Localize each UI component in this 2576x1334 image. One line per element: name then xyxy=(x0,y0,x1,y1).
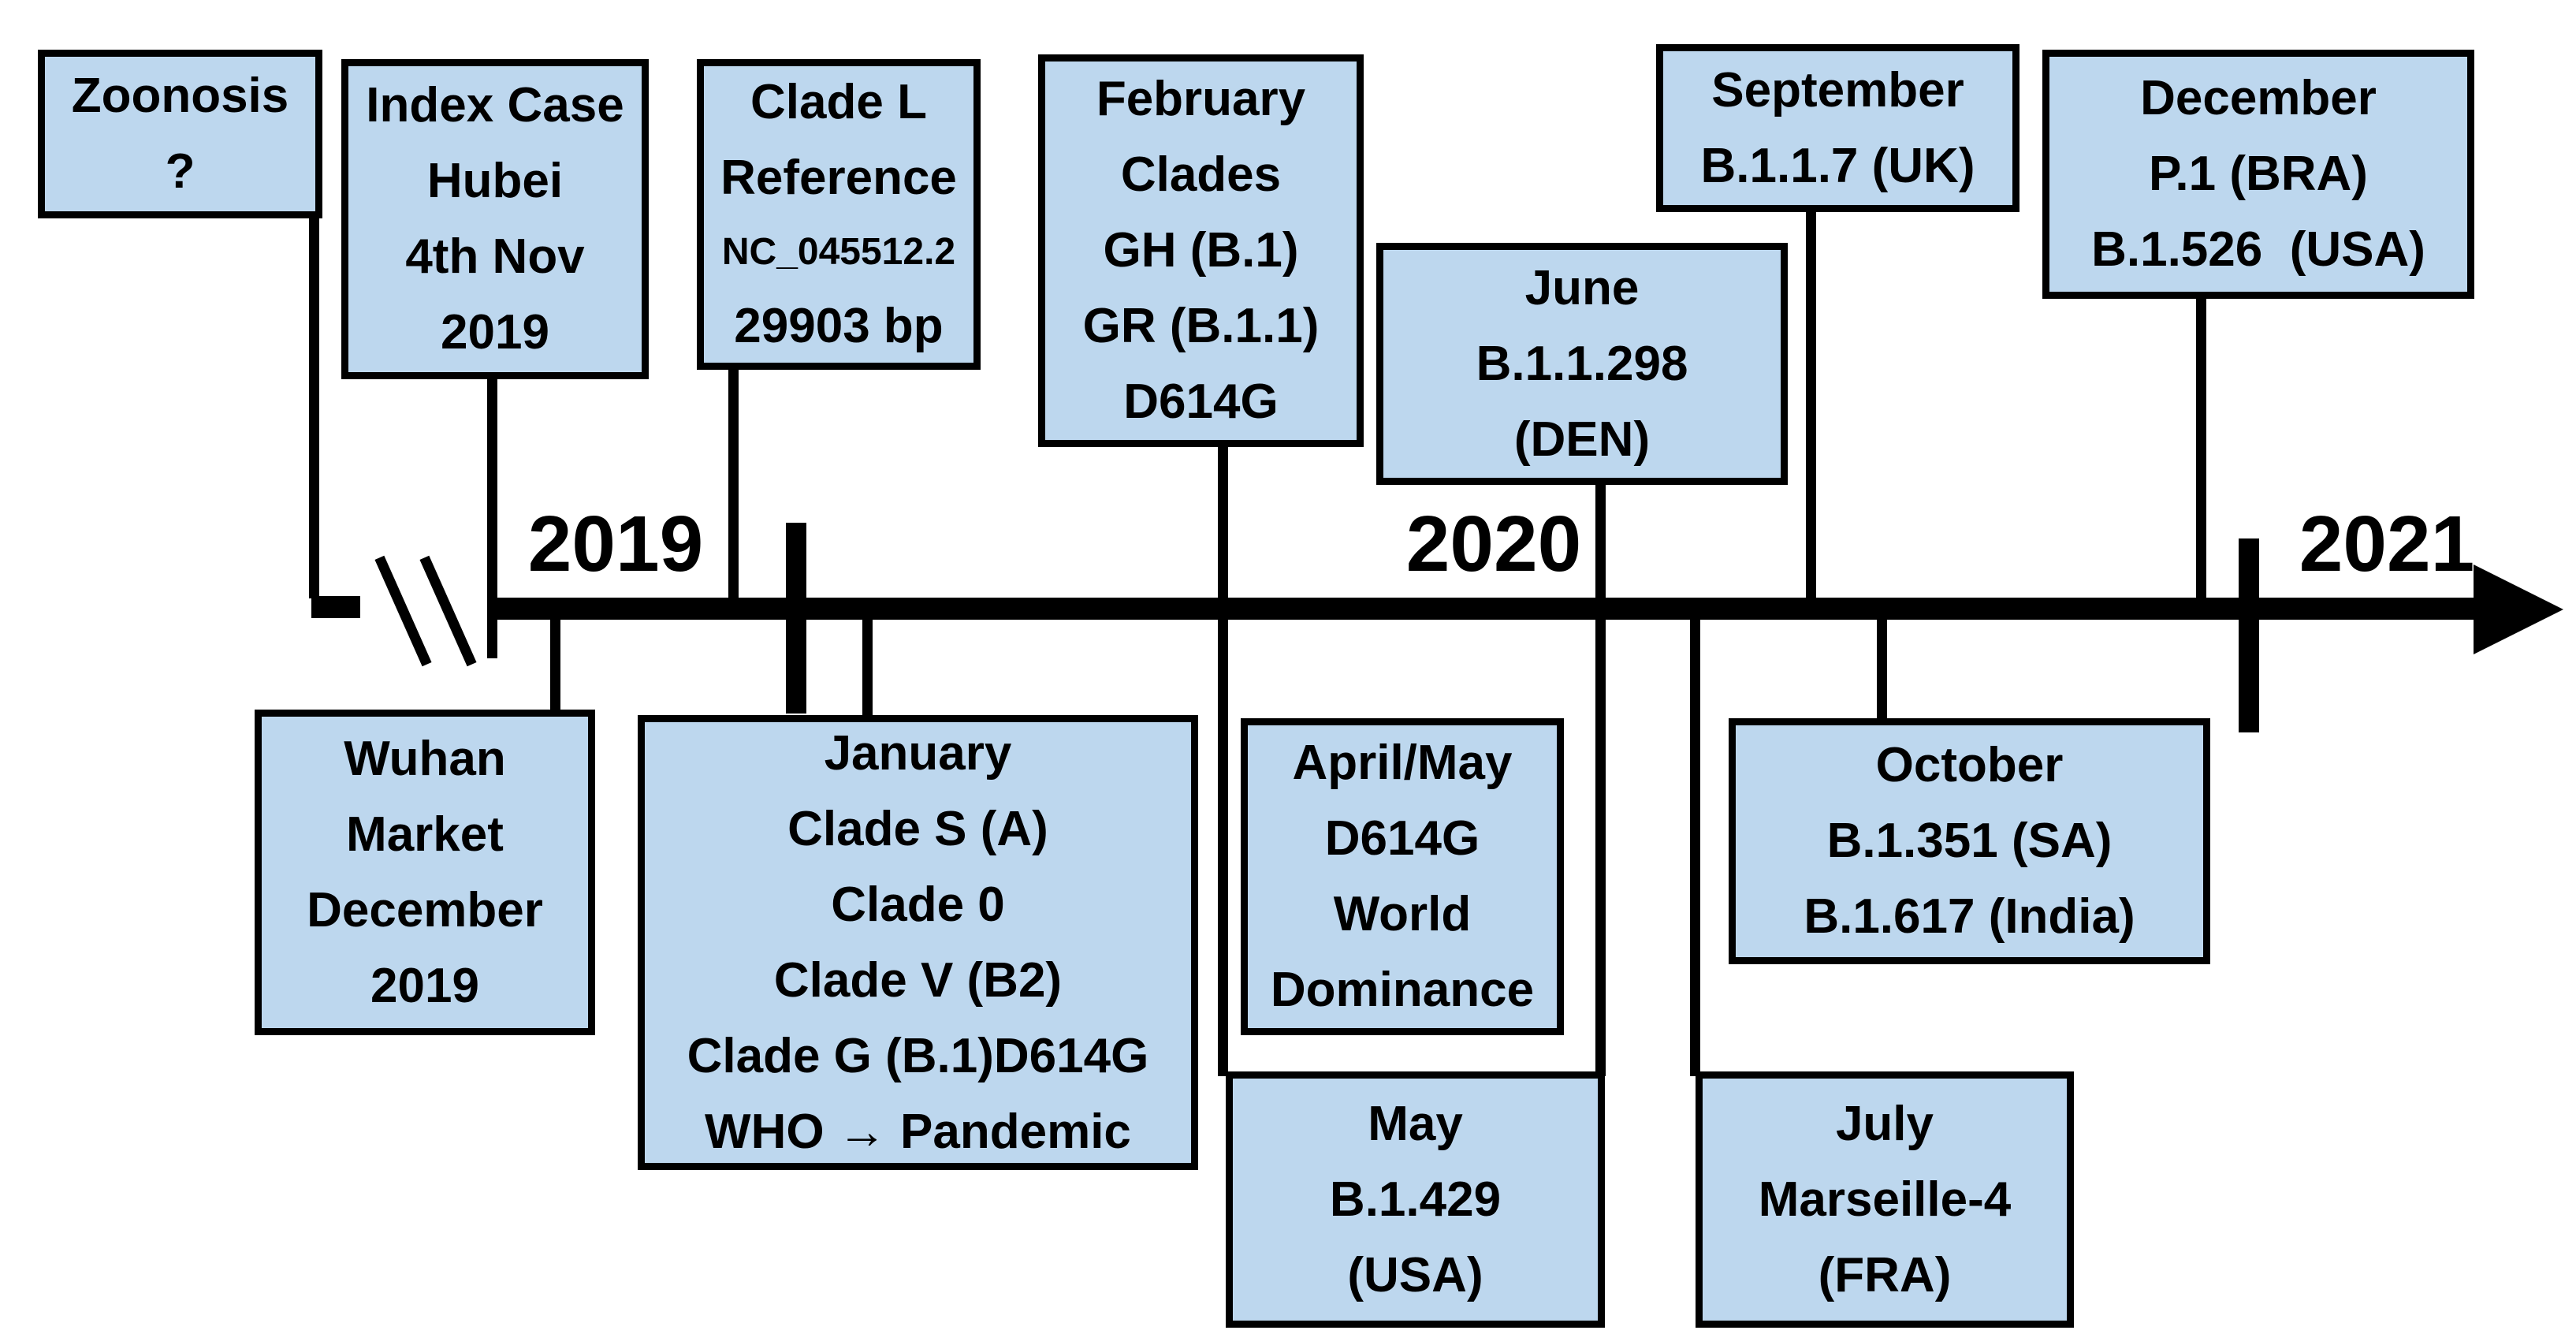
timeline-start-stub xyxy=(311,596,360,618)
event-box-index-case: Index Case Hubei 4th Nov 2019 xyxy=(341,59,649,379)
year-label-2019: 2019 xyxy=(527,500,704,588)
event-box-may: May B.1.429 (USA) xyxy=(1226,1071,1605,1328)
connector-zoonosis xyxy=(309,218,319,598)
connector-clade-l xyxy=(728,370,739,606)
event-box-july-text: July Marseille-4 (FRA) xyxy=(1758,1096,2012,1302)
event-box-october: October B.1.351 (SA) B.1.617 (India) xyxy=(1729,718,2210,964)
event-box-september: September B.1.1.7 (UK) xyxy=(1656,44,2019,212)
event-box-zoonosis: Zoonosis ? xyxy=(38,50,322,218)
clade-l-accession: NC_045512.2 xyxy=(721,231,956,273)
timeline-break-icon xyxy=(419,555,477,667)
clade-l-title: Clade L Reference xyxy=(720,75,957,205)
connector-january xyxy=(862,609,873,720)
timeline-arrowhead-icon xyxy=(2474,565,2563,654)
year-tick-2020 xyxy=(786,523,806,714)
connector-september xyxy=(1806,212,1816,606)
event-box-april-may-text: April/May D614G World Dominance xyxy=(1270,736,1535,1017)
event-box-december-text: December P.1 (BRA) B.1.526 (USA) xyxy=(2091,71,2425,277)
event-box-april-may: April/May D614G World Dominance xyxy=(1241,718,1564,1035)
clade-l-length: 29903 bp xyxy=(734,299,944,353)
timeline-break-icon xyxy=(374,555,432,667)
event-box-zoonosis-text: Zoonosis ? xyxy=(71,69,289,199)
event-box-september-text: September B.1.1.7 (UK) xyxy=(1700,62,1975,193)
event-box-wuhan-text: Wuhan Market December 2019 xyxy=(307,731,543,1013)
connector-july xyxy=(1690,609,1700,1076)
event-box-clade-l-reference: Clade L Reference NC_045512.2 29903 bp xyxy=(697,59,981,370)
connector-index-case xyxy=(487,379,497,658)
connector-december xyxy=(2196,299,2206,606)
event-box-february-text: February Clades GH (B.1) GR (B.1.1) D614… xyxy=(1082,72,1320,429)
event-box-index-case-text: Index Case Hubei 4th Nov 2019 xyxy=(366,78,624,360)
year-label-2021: 2021 xyxy=(2299,500,2475,588)
event-box-february-clades: February Clades GH (B.1) GR (B.1.1) D614… xyxy=(1038,54,1364,447)
year-tick-2021 xyxy=(2239,538,2259,732)
event-box-october-text: October B.1.351 (SA) B.1.617 (India) xyxy=(1804,738,2135,944)
connector-october xyxy=(1877,609,1887,723)
event-box-july-marseille: July Marseille-4 (FRA) xyxy=(1696,1071,2074,1328)
event-box-january-clades: January Clade S (A) Clade 0 Clade V (B2)… xyxy=(638,715,1198,1170)
event-box-january-text: January Clade S (A) Clade 0 Clade V (B2)… xyxy=(687,725,1149,1159)
event-box-may-text: May B.1.429 (USA) xyxy=(1329,1096,1502,1302)
event-box-wuhan-market: Wuhan Market December 2019 xyxy=(255,710,595,1035)
year-label-2020: 2020 xyxy=(1405,500,1582,588)
event-box-december: December P.1 (BRA) B.1.526 (USA) xyxy=(2042,50,2474,299)
connector-february-may xyxy=(1218,447,1228,1076)
connector-wuhan xyxy=(550,609,560,714)
connector-june-may xyxy=(1595,483,1606,1076)
timeline-bar xyxy=(497,598,2475,620)
event-box-june: June B.1.1.298 (DEN) xyxy=(1376,243,1788,485)
event-box-june-text: June B.1.1.298 (DEN) xyxy=(1476,260,1688,467)
